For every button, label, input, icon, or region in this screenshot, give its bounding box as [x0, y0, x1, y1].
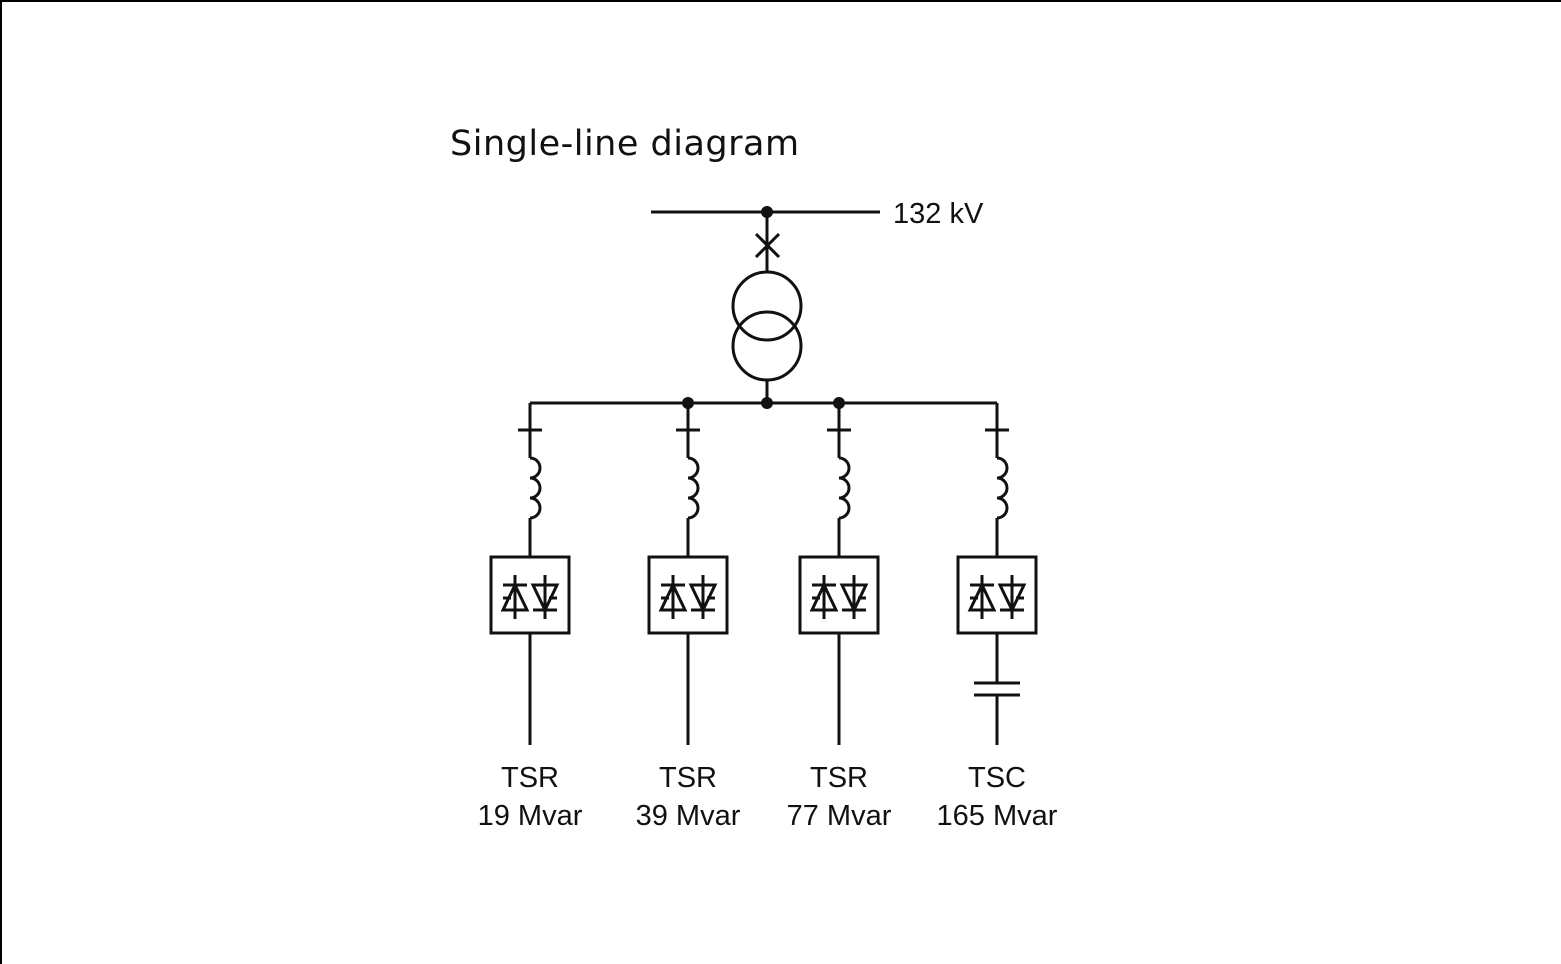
branch-type-label: TSC: [968, 762, 1026, 794]
thyristor-valve-icon: [956, 555, 1038, 635]
inductor-coil-icon: [529, 456, 542, 520]
branch-rating-label: 77 Mvar: [787, 800, 892, 832]
branch-tsr: [798, 403, 880, 745]
thyristor-valve-icon: [489, 555, 571, 635]
branch-type-label: TSR: [659, 762, 717, 794]
circuit-breaker-icon: [754, 232, 781, 259]
branch-rating-label: 19 Mvar: [478, 800, 583, 832]
branch-tsr: [489, 403, 571, 745]
branch-rating-label: 165 Mvar: [937, 800, 1058, 832]
branch-type-label: TSR: [810, 762, 868, 794]
branch-tsc: [956, 403, 1038, 745]
branch-tsr: [647, 403, 729, 745]
capacitor-icon: [974, 681, 1020, 697]
inductor-coil-icon: [996, 456, 1009, 520]
thyristor-valve-icon: [647, 555, 729, 635]
diagram-title: Single-line diagram: [450, 124, 800, 164]
thyristor-valve-icon: [798, 555, 880, 635]
lv-junction-dot: [761, 397, 773, 409]
busbar-voltage-label: 132 kV: [893, 198, 984, 230]
inductor-coil-icon: [838, 456, 851, 520]
branch-rating-label: 39 Mvar: [636, 800, 741, 832]
two-winding-transformer-icon: [731, 270, 803, 382]
branch-type-label: TSR: [501, 762, 559, 794]
inductor-coil-icon: [687, 456, 700, 520]
